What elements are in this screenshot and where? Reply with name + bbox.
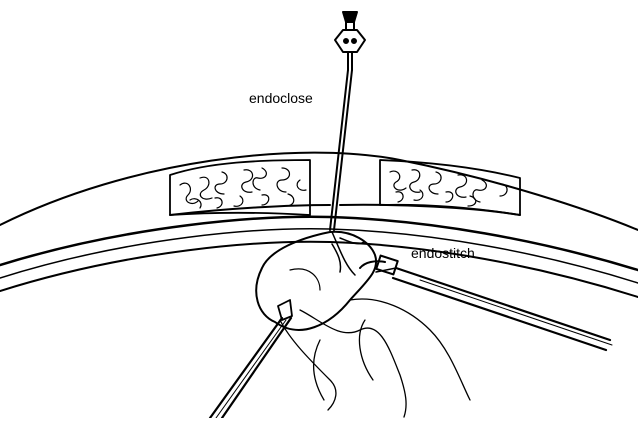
abdominal-wall-outer-line [0,153,638,230]
grasper-instrument-icon [210,300,292,418]
endoclose-needle-icon [330,12,365,230]
endoclose-label: endoclose [249,91,313,105]
endostitch-instrument-icon [360,256,612,350]
endostitch-label: endostitch [411,246,475,260]
suture-thread [332,232,355,275]
right-fat-tissue [380,160,520,215]
left-fat-tissue [170,160,310,215]
peritoneum-line-inner [0,229,638,283]
peritoneum-line-upper [0,217,638,270]
peritoneum-line-lower [0,242,638,297]
